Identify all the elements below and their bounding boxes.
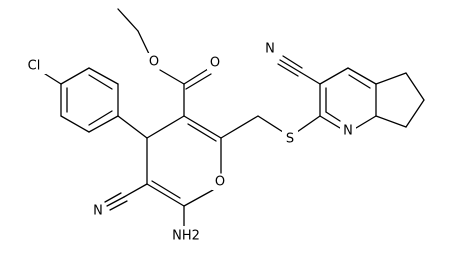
atom-o-carbonyl: O bbox=[210, 56, 220, 71]
bond-c3-c2-inner bbox=[187, 123, 217, 142]
bond-aryl-f-inner bbox=[88, 110, 113, 126]
bond-c4-aryl bbox=[117, 115, 148, 139]
bond-cp-c6-c7 bbox=[405, 99, 425, 128]
atom-n-pyridine: N bbox=[343, 124, 353, 139]
bond-py-cn-triple-3 bbox=[277, 63, 299, 77]
bond-py-c3-c4 bbox=[319, 67, 349, 85]
bond-ethyl-ch3 bbox=[117, 8, 139, 32]
bond-py-c3-cn bbox=[299, 71, 321, 85]
atom-o-ether: O bbox=[149, 55, 159, 70]
bond-c3-c2 bbox=[183, 115, 222, 139]
bond-aryl-b-inner bbox=[88, 74, 113, 90]
atom-n-nitrile-pyran: N bbox=[93, 204, 103, 219]
bond-aryl-f bbox=[88, 115, 119, 133]
bond-py-c4-c4a bbox=[347, 67, 377, 85]
bond-c4-c3 bbox=[146, 115, 185, 139]
atom-nh2: NH2 bbox=[172, 229, 200, 244]
atom-cl: Cl bbox=[28, 59, 41, 74]
bond-c2-ch2 bbox=[220, 115, 259, 139]
atom-n-nitrile-pyridine: N bbox=[265, 42, 275, 57]
bond-aryl-c bbox=[60, 67, 90, 85]
atom-layer: O O Cl N S N O N NH2 bbox=[22, 41, 356, 244]
bond-cp-c4a-c5 bbox=[375, 72, 407, 85]
bond-c5-cn bbox=[123, 183, 148, 198]
bond-c6-c5 bbox=[146, 183, 185, 207]
bond-aryl-e bbox=[60, 115, 90, 133]
bond-py-cn-triple-2 bbox=[282, 55, 303, 69]
bond-c6-c5-inner bbox=[151, 180, 181, 199]
bond-cn-triple-1 bbox=[106, 196, 125, 207]
bond-s-pyridine bbox=[296, 115, 321, 133]
bond-py-cn-triple-1 bbox=[279, 59, 301, 73]
bond-o-c6 bbox=[183, 189, 214, 207]
bond-cp-c7-c7a bbox=[375, 115, 407, 128]
bond-ethyl-ch2 bbox=[137, 30, 151, 57]
bond-py-n-c2-inner bbox=[325, 111, 341, 122]
bond-ch2-s bbox=[257, 115, 284, 133]
bond-py-c7a-n bbox=[355, 115, 377, 129]
atom-s: S bbox=[286, 132, 294, 147]
bond-py-n-c2 bbox=[319, 115, 341, 129]
bond-cp-c5-c6 bbox=[405, 72, 425, 101]
bond-cn-triple-3 bbox=[109, 200, 128, 211]
bond-carbonyl-2 bbox=[185, 73, 212, 90]
bond-carbonyl-1 bbox=[183, 68, 209, 85]
bond-ester-o-c bbox=[159, 69, 185, 85]
bond-aryl-b bbox=[88, 67, 119, 85]
atom-o-ring: O bbox=[215, 175, 225, 190]
bond-cn-triple-2 bbox=[104, 192, 122, 203]
bond-py-c4-c4a-inner bbox=[348, 74, 371, 89]
bond-layer bbox=[41, 8, 425, 227]
